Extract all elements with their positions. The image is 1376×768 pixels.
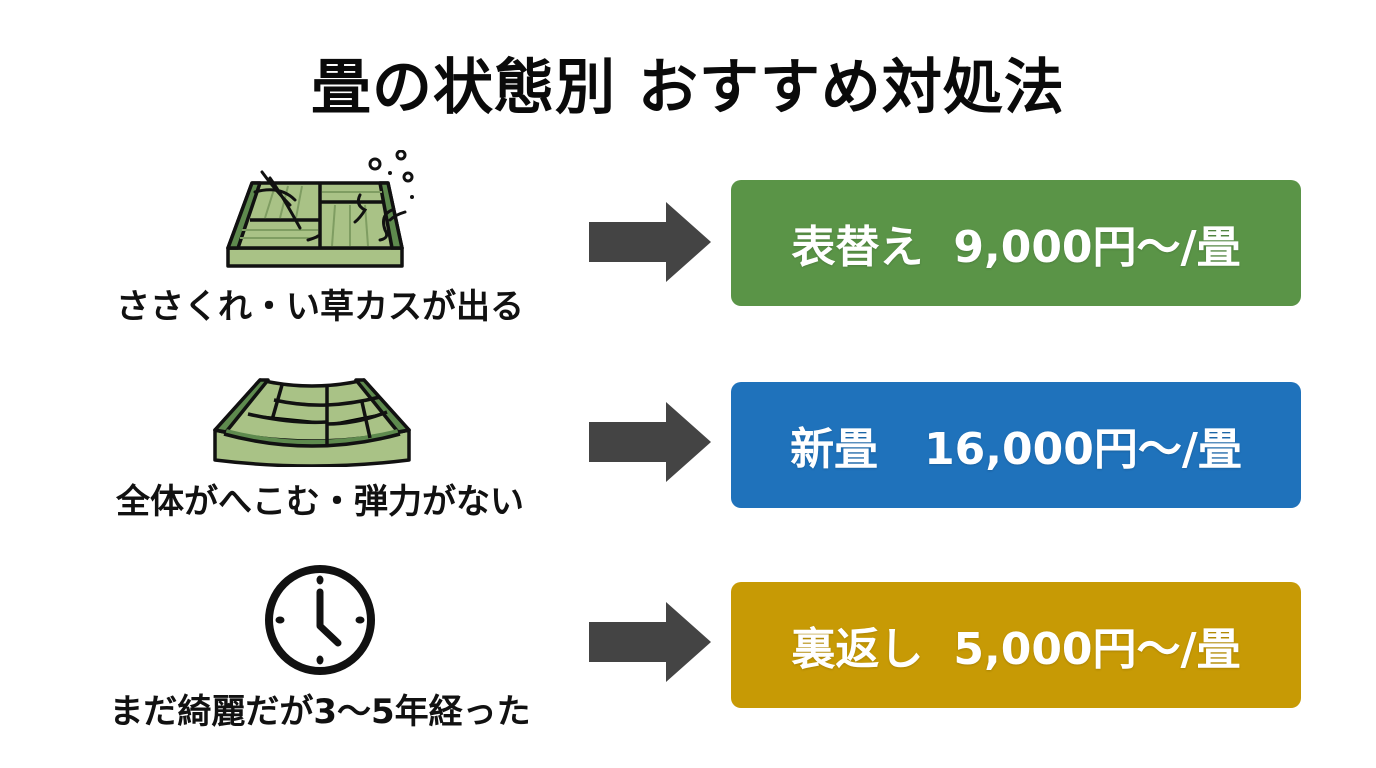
remedy-card-shindatami: 新畳 16,000円〜/畳 <box>731 382 1301 508</box>
remedy-price: 9,000円〜/畳 <box>953 222 1241 273</box>
remedy-name: 新畳 <box>790 424 879 475</box>
remedy-card-omotegae: 表替え 9,000円〜/畳 <box>731 180 1301 306</box>
arrow-right-icon <box>589 402 711 482</box>
condition-label: ささくれ・い草カスが出る <box>116 287 524 327</box>
condition-label: まだ綺麗だが3〜5年経った <box>109 692 531 732</box>
remedy-price: 16,000円〜/畳 <box>924 424 1242 475</box>
page-title: 畳の状態別 おすすめ対処法 <box>311 53 1065 123</box>
arrow-right-icon <box>589 602 711 682</box>
condition-label: 全体がへこむ・弾力がない <box>116 482 524 522</box>
remedy-price: 5,000円〜/畳 <box>953 624 1241 675</box>
remedy-card-uragaeshi: 裏返し 5,000円〜/畳 <box>731 582 1301 708</box>
frayed-tatami-icon <box>226 150 414 268</box>
remedy-name: 裏返し <box>791 624 924 675</box>
remedy-name: 表替え <box>791 222 924 273</box>
arrow-right-icon <box>589 202 711 282</box>
clock-icon <box>265 565 375 675</box>
sagging-tatami-icon <box>213 378 411 467</box>
